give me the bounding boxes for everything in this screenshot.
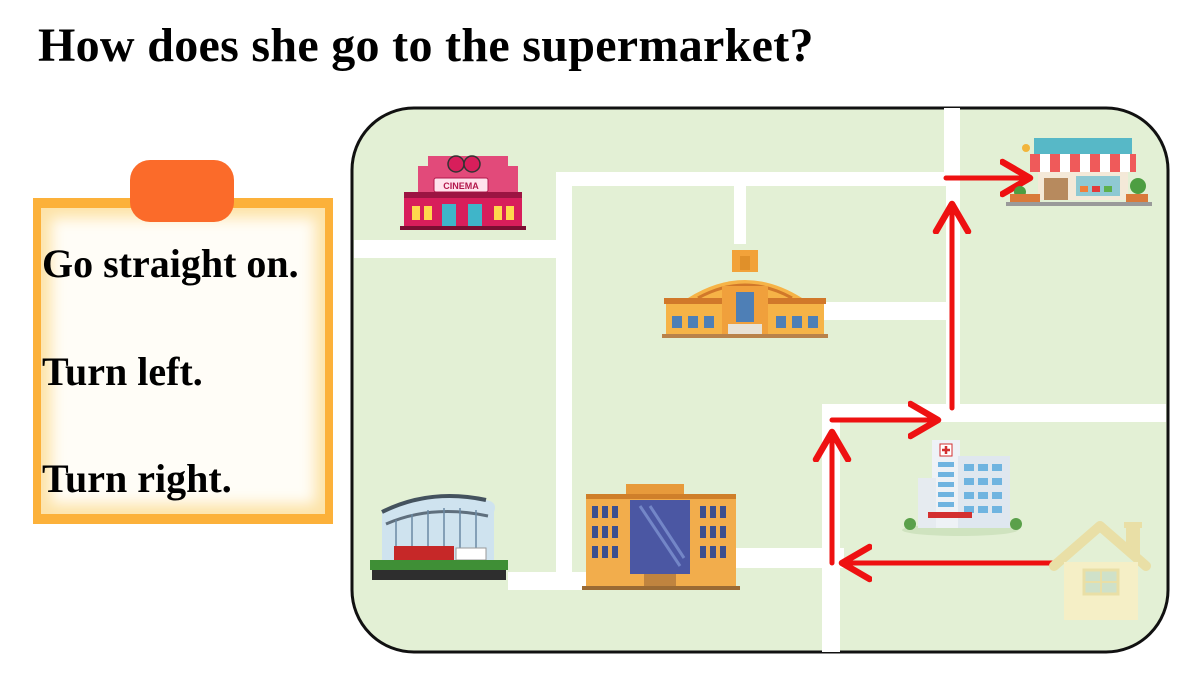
card-clip	[130, 160, 234, 222]
museum-building-icon	[662, 250, 828, 338]
house-icon	[1049, 521, 1151, 620]
road-left-vertical	[556, 172, 572, 590]
road-top-connector	[734, 182, 746, 244]
phrase-go-straight: Go straight on.	[42, 241, 299, 286]
stadium-building-icon	[370, 494, 508, 580]
phrase-turn-right: Turn right.	[42, 456, 232, 501]
page-title: How does she go to the supermarket?	[38, 19, 814, 72]
cinema-sign: CINEMA	[443, 181, 479, 191]
phrase-card-paper	[41, 208, 325, 514]
cinema-building-icon: CINEMA	[400, 155, 526, 230]
phrase-card	[33, 198, 333, 524]
supermarket-store-icon	[1006, 138, 1152, 206]
phrase-turn-left: Turn left.	[42, 349, 203, 394]
road-mid-spur	[822, 302, 948, 320]
school-building-icon	[582, 484, 740, 590]
road-top-right-vertical	[944, 108, 960, 186]
roads	[354, 108, 1166, 652]
road-bottom-left	[508, 572, 588, 590]
hospital-building-icon	[902, 440, 1022, 536]
road-left-spur	[354, 240, 564, 258]
road-top	[556, 172, 948, 186]
route	[832, 178, 1055, 563]
road-bottom-horizontal	[734, 548, 844, 568]
